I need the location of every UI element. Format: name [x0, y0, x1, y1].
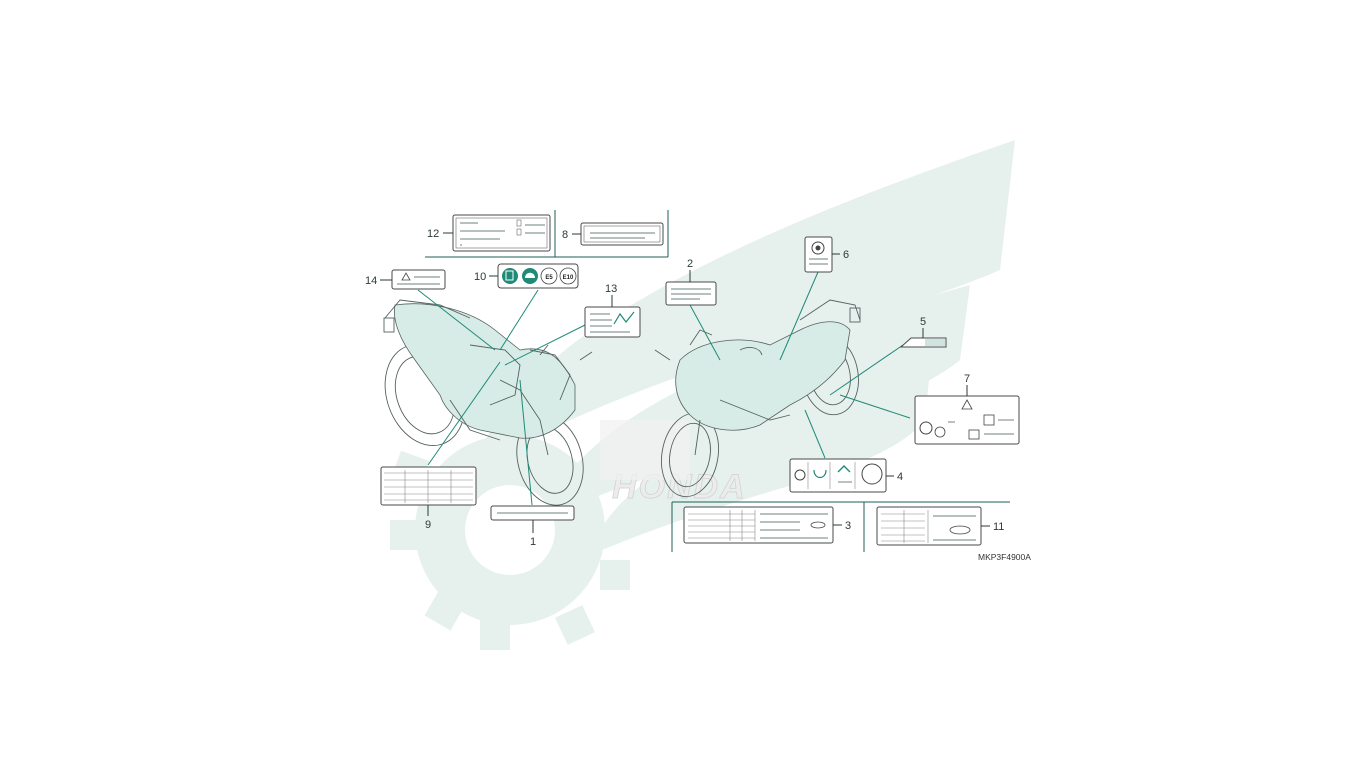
label-10: E5 E10 — [497, 263, 579, 289]
callout-1: 1 — [530, 536, 536, 548]
tire-icon — [811, 241, 825, 255]
label-14 — [391, 269, 446, 290]
label-4 — [789, 458, 887, 493]
group-frame-bottom — [671, 501, 1010, 552]
callout-8: 8 — [562, 229, 568, 241]
callout-ticks — [380, 232, 990, 533]
callout-7: 7 — [964, 373, 970, 385]
label-3 — [683, 506, 834, 544]
callout-14: 14 — [365, 275, 377, 287]
label-7 — [914, 395, 1020, 445]
honda-text-watermark: HONDA — [600, 420, 745, 506]
motorcycle-right-illustration — [654, 299, 861, 498]
motorcycle-left-illustration — [383, 299, 593, 506]
label-5 — [899, 337, 947, 348]
warning-triangle-icon — [401, 272, 411, 281]
fuel-badge-e5: E5 — [545, 275, 553, 281]
callout-4: 4 — [897, 471, 903, 483]
label-1 — [490, 505, 575, 521]
label-8 — [580, 222, 664, 246]
gear-watermark-icon — [390, 435, 630, 650]
label-2 — [665, 281, 717, 306]
label-12 — [452, 214, 551, 252]
leader-lines — [417, 271, 911, 506]
label-9 — [380, 466, 477, 506]
label-13 — [584, 306, 641, 338]
group-frame-top — [425, 210, 669, 258]
callout-numbers: 1 2 3 4 5 6 7 8 9 10 11 12 13 14 — [365, 228, 1004, 548]
motorcycle-icon — [837, 465, 851, 473]
drawing-code: MKP3F4900A — [978, 552, 1031, 562]
fuel-pump-icon — [502, 268, 518, 284]
fuel-badge-e10: E10 — [563, 275, 574, 281]
helmet-icon — [522, 268, 538, 284]
callout-9: 9 — [425, 519, 431, 531]
callout-12: 12 — [427, 228, 439, 240]
callout-6: 6 — [843, 249, 849, 261]
warning-triangle-icon — [961, 399, 973, 410]
label-11 — [876, 506, 982, 546]
callout-11: 11 — [993, 521, 1004, 533]
callout-10: 10 — [474, 271, 486, 283]
callout-13: 13 — [605, 283, 617, 295]
label-6 — [804, 236, 833, 273]
callout-2: 2 — [687, 258, 693, 270]
callout-3: 3 — [845, 520, 851, 532]
callout-5: 5 — [920, 316, 926, 328]
